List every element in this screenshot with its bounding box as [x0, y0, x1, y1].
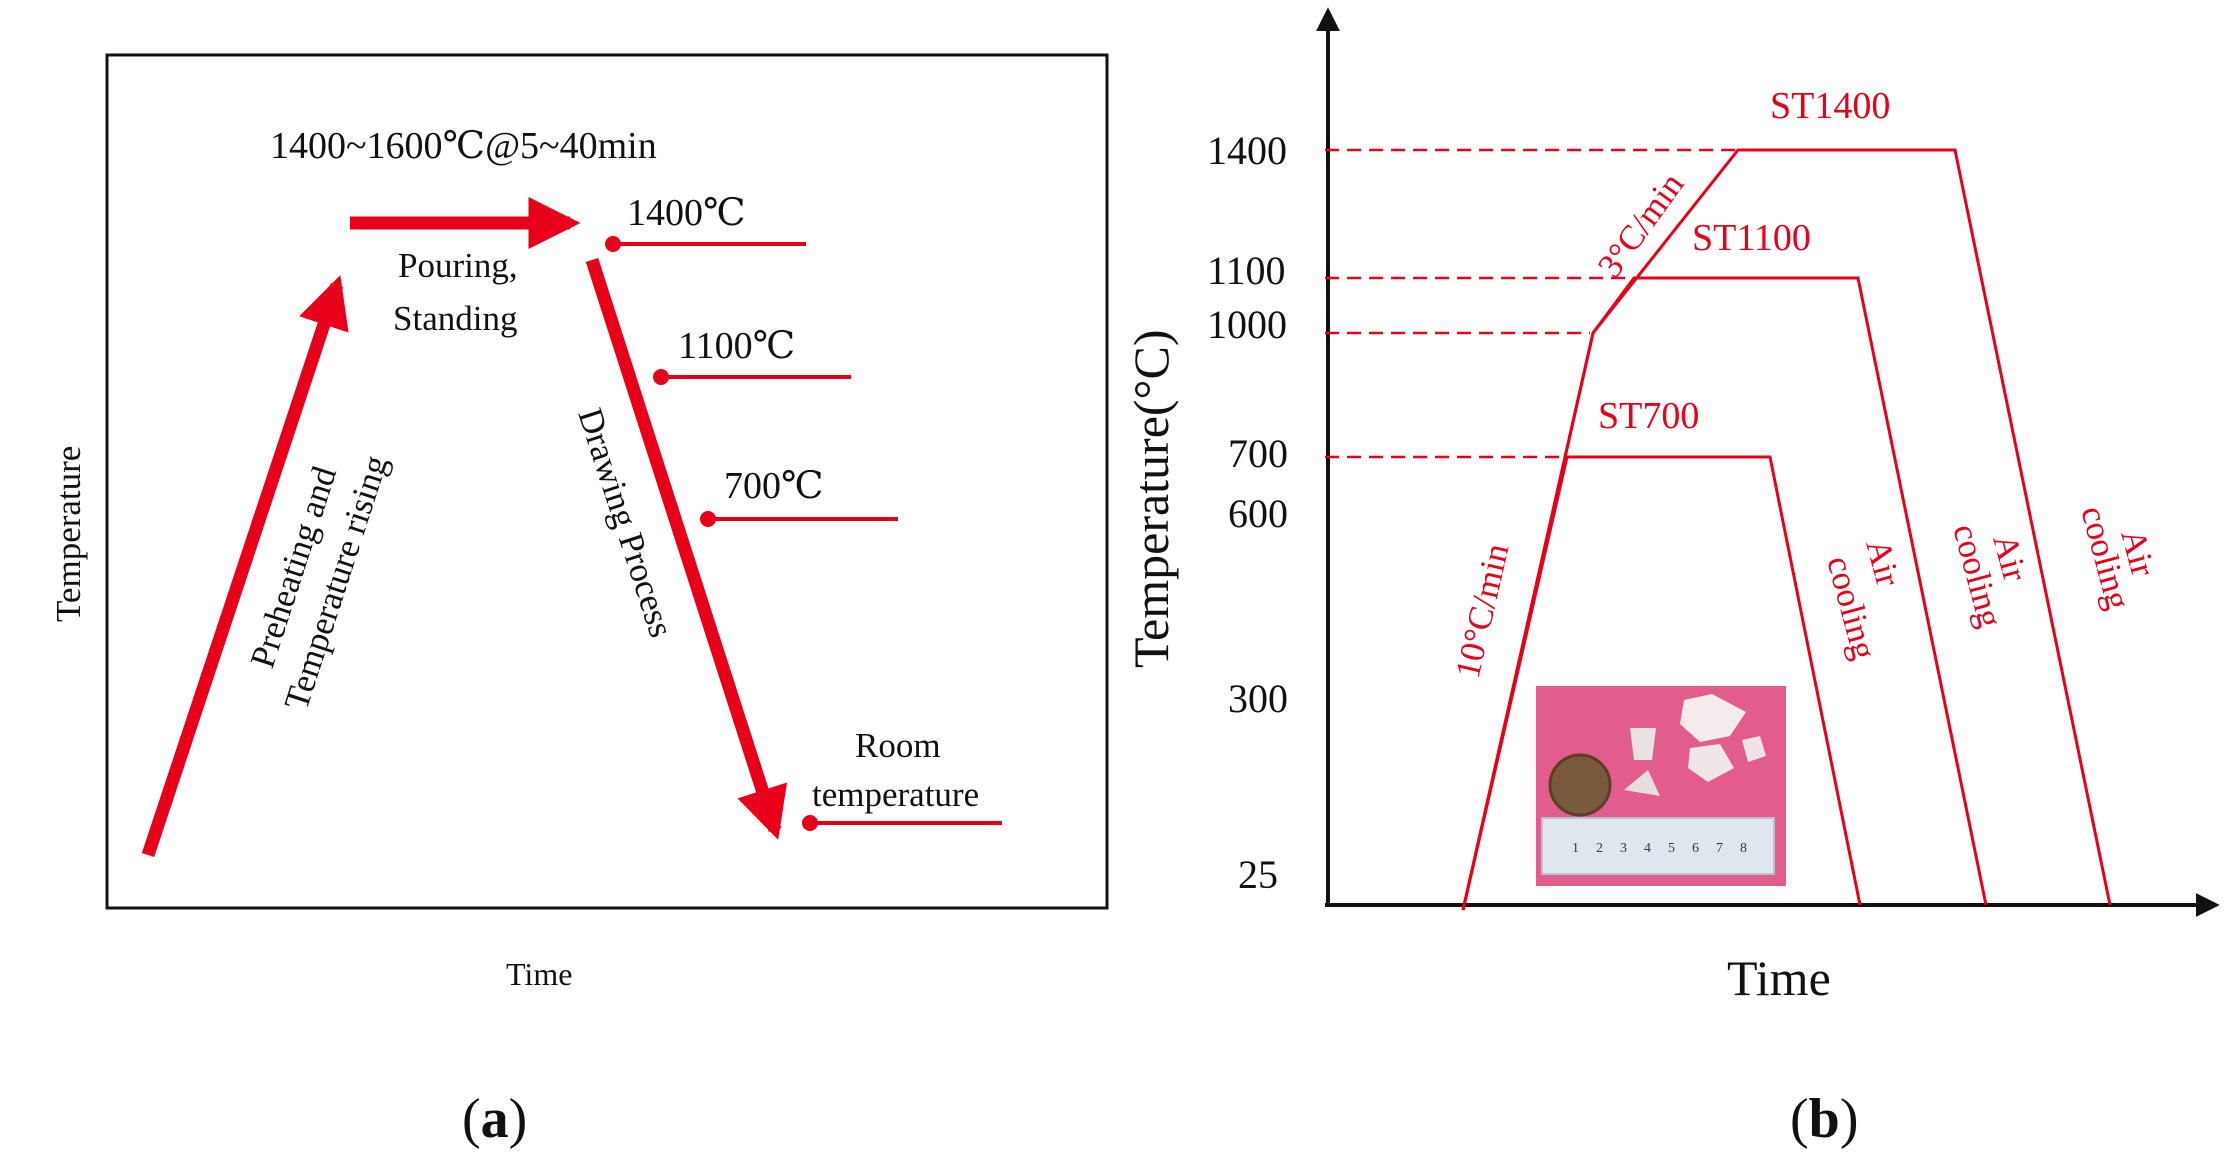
drawing-arrow: [585, 258, 788, 840]
ruler-digit: 8: [1740, 841, 1747, 856]
panel-b-y-label: Temperature(°C): [1123, 329, 1179, 668]
sample-photo-icon: 1 2 3 4 5 6 7 8: [1536, 686, 1786, 886]
series-st1100-label: ST1100: [1692, 217, 1811, 259]
panel-a-frame: [105, 53, 1109, 910]
ruler-digit: 2: [1596, 841, 1603, 856]
drawing-label: Drawing Process: [570, 403, 681, 642]
panel-a-y-label: Temperature: [49, 446, 88, 622]
pouring-label-line1: Pouring,: [398, 246, 518, 285]
crucible: [1630, 728, 1656, 760]
fragment-small: [1742, 736, 1766, 762]
ruler-digit: 5: [1668, 841, 1675, 856]
panel-a-x-label: Time: [506, 956, 572, 992]
preheating-arrow: [141, 275, 349, 858]
room-label-line2: temperature: [812, 775, 979, 814]
label-1100: 1100℃: [678, 325, 795, 367]
y-tick-25: 25: [1238, 852, 1278, 897]
fragment-medium: [1688, 744, 1734, 782]
fragment-large: [1680, 694, 1746, 742]
room-label-line1: Room: [855, 726, 941, 765]
y-tick-300: 300: [1228, 676, 1288, 721]
y-tick-1400: 1400: [1207, 128, 1287, 173]
y-tick-1100: 1100: [1207, 248, 1286, 293]
heating-rate-fast-label: 10°C/min: [1448, 540, 1517, 682]
ruler: [1541, 817, 1775, 875]
y-tick-700: 700: [1228, 431, 1288, 476]
ruler-digit: 6: [1692, 841, 1699, 856]
panel-a-caption: (a): [462, 1088, 527, 1150]
coin: [1548, 753, 1612, 817]
panel-b-x-label: Time: [1727, 950, 1831, 1006]
panel-b: 1400 1100 1000 700 600 300 25 ST1400 ST1…: [1123, 7, 2220, 1150]
series-st1400-label: ST1400: [1770, 85, 1890, 127]
label-700: 700℃: [724, 465, 824, 507]
hold-condition-label: 1400~1600℃@5~40min: [270, 125, 657, 167]
series-st1400-line: [1461, 148, 2112, 911]
ruler-digit: 1: [1572, 841, 1579, 856]
ruler-ticks: 1 2 3 4 5 6 7 8: [1572, 841, 1747, 856]
series-st700-label: ST700: [1598, 395, 1699, 437]
ruler-digit: 7: [1716, 841, 1723, 856]
fragment-cone: [1624, 770, 1660, 796]
panel-a: 1400~1600℃@5~40min 1400℃ 1100℃ 700℃ Pour…: [49, 53, 1109, 1150]
y-tick-1000: 1000: [1207, 302, 1287, 347]
pouring-label-line2: Standing: [393, 299, 517, 338]
heating-rate-slow-label: 3°C/min: [1590, 165, 1692, 284]
label-1400: 1400℃: [627, 192, 746, 234]
y-tick-600: 600: [1228, 491, 1288, 536]
panel-b-caption: (b): [1790, 1088, 1858, 1150]
ruler-digit: 3: [1620, 841, 1627, 856]
ruler-digit: 4: [1644, 841, 1651, 856]
